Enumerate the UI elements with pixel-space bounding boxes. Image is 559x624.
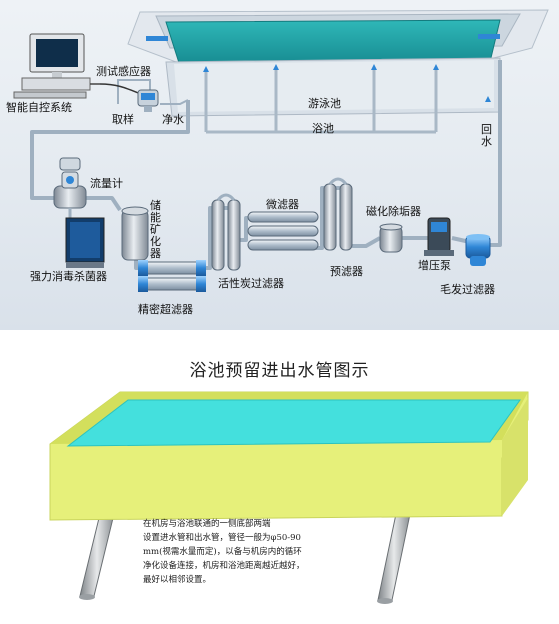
sensor-icon	[137, 89, 159, 112]
pre-filter-label: 预滤器	[330, 265, 363, 278]
carbon-filter-label: 活性炭过滤器	[218, 277, 284, 290]
note-line: 在机房与浴池联通的一侧底部两端	[143, 519, 271, 529]
hair-filter-icon	[465, 234, 491, 266]
controller-label: 智能自控系统	[6, 101, 72, 114]
sensor-label: 测试感应器	[96, 65, 151, 78]
carbon-filter-icon	[211, 193, 241, 271]
note-line: 最好以相邻设置。	[143, 575, 212, 585]
note-line: 净化设备连接，机房和浴池距离越近越好，	[143, 561, 305, 571]
sterilizer-icon	[65, 217, 105, 268]
bath-label: 浴池	[312, 122, 334, 135]
flow-meter-icon	[53, 157, 87, 220]
pre-filter-icon	[379, 223, 403, 253]
mineralizer-tank-icon	[121, 206, 149, 261]
hair-filter-label: 毛发过滤器	[440, 283, 495, 296]
sample-line	[117, 79, 189, 105]
flow-meter-label: 流量计	[90, 177, 123, 190]
magnetic-descaler-label: 磁化除垢器	[366, 205, 421, 218]
mineralizer-label: 储能矿化器	[150, 199, 161, 260]
pool-inlet-pipes	[204, 70, 438, 134]
precision-ultrafilter-icon	[138, 260, 206, 292]
bath-pool	[49, 391, 529, 521]
micro-filter-icon	[247, 211, 319, 251]
return-water-label: 回水	[481, 123, 492, 148]
pool-label: 游泳池	[308, 97, 341, 110]
clean-water-label: 净水	[162, 113, 184, 126]
note-line: 设置进水管和出水管，管径一般为φ50-90	[143, 533, 301, 543]
micro-filter-label: 微滤器	[266, 198, 299, 211]
note-line: mm(视需水量而定)，以备与机房内的循环	[143, 547, 302, 557]
sample-label: 取样	[112, 113, 134, 126]
magnetic-descaler-icon	[323, 177, 353, 251]
bath-diagram-title: 浴池预留进出水管图示	[189, 361, 370, 381]
precision-filter-label: 精密超滤器	[138, 303, 193, 316]
swimming-pool	[127, 9, 549, 117]
computer-icon	[13, 33, 100, 99]
sterilizer-label: 强力消毒杀菌器	[30, 270, 107, 283]
booster-pump-label: 增压泵	[418, 259, 451, 272]
flow-arrows	[203, 64, 491, 102]
bath-legs	[79, 513, 411, 604]
bath-note: 在机房与浴池联通的一侧底部两端 设置进水管和出水管，管径一般为φ50-90 mm…	[143, 517, 373, 587]
booster-pump-icon	[424, 217, 454, 256]
